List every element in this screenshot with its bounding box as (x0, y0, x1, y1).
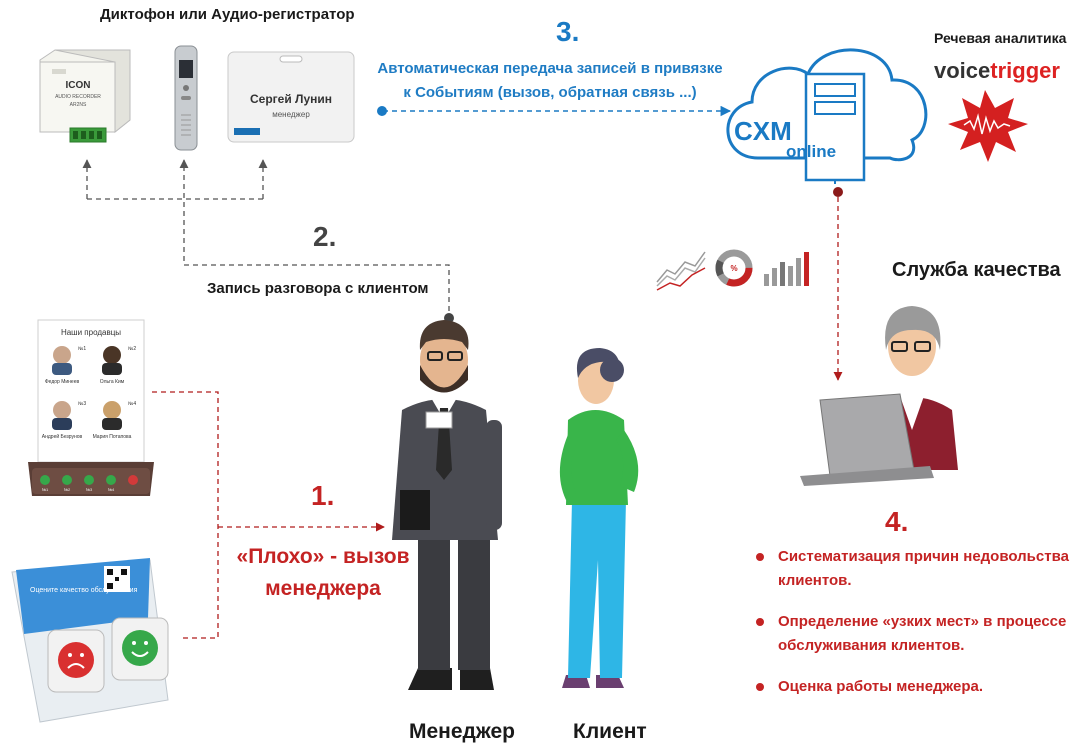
auto-transfer-text: Автоматическая передача записей в привяз… (360, 57, 740, 105)
sellers-card-title: Наши продавцы (61, 328, 121, 337)
voice-recorder-device (174, 45, 198, 151)
client-figure (559, 348, 639, 688)
manager-label: Менеджер (409, 720, 515, 743)
auto-transfer-line2: к Событиям (вызов, обратная связь ...) (403, 84, 697, 101)
bullet-icon (756, 683, 764, 691)
benefit-item: Систематизация причин недовольства клиен… (752, 545, 1072, 593)
icon-recorder-device: ICON AUDIO RECORDER AR2NS (39, 49, 131, 143)
benefit-item: Оценка работы менеджера. (752, 675, 1072, 699)
feedback-stand-text: Оцените качество обслуживания (30, 586, 138, 594)
seller-name-1: Федор Минеев (45, 379, 80, 385)
bad-call-line2: менеджера (265, 577, 381, 600)
voicetrigger-logo: voicetrigger (934, 58, 1060, 84)
cloud-cxm-text: CXM (734, 116, 792, 146)
step-2-number: 2. (313, 221, 337, 252)
recording-connector (82, 159, 450, 320)
recording-label: Запись разговора с клиентом (207, 280, 429, 297)
seller-button-1: №1 (42, 487, 49, 492)
seller-name-3: Андрей Безрунов (42, 433, 83, 440)
bad-call-line1: «Плохо» - вызов (236, 545, 410, 568)
seller-button-2: №2 (64, 487, 71, 492)
auto-transfer-line1: Автоматическая передача записей в привяз… (377, 60, 723, 77)
seller-num-2: №2 (128, 346, 136, 352)
bad-call-connector (152, 391, 385, 639)
voicetrigger-part1: voice (934, 58, 991, 83)
icon-device-title: ICON (66, 80, 91, 91)
manager-figure (392, 320, 502, 690)
bullet-icon (756, 618, 764, 626)
seller-num-1: №1 (78, 346, 86, 352)
seller-name-2: Ольга Ким (100, 379, 125, 385)
svg-text:%: % (730, 264, 737, 273)
benefit-text-1: Систематизация причин недовольства клиен… (778, 548, 1069, 589)
benefit-text-2: Определение «узких мест» в процессе обсл… (778, 613, 1067, 654)
devices-title: Диктофон или Аудио-регистратор (100, 6, 355, 23)
icon-device-sub: AUDIO RECORDER (55, 94, 101, 100)
step-1-number: 1. (311, 480, 335, 511)
step-3-number: 3. (556, 16, 580, 47)
seller-num-4: №4 (128, 401, 136, 407)
benefit-item: Определение «узких мест» в процессе обсл… (752, 610, 1072, 658)
client-label: Клиент (573, 720, 647, 743)
badge-role: менеджер (272, 110, 310, 119)
bad-call-text: «Плохо» - вызов менеджера (218, 541, 428, 605)
sellers-card: Наши продавцы Федор Минеев Ольга Ким Анд… (28, 319, 154, 496)
line-chart-icon (656, 251, 706, 291)
benefits-list: Систематизация причин недовольства клиен… (752, 545, 1072, 716)
seller-button-4: №4 (108, 487, 115, 492)
quality-service-label: Служба качества (892, 259, 1061, 281)
bullet-icon (756, 553, 764, 561)
cxm-cloud: CXM online (726, 48, 928, 184)
seller-num-3: №3 (78, 401, 86, 407)
speech-analytics-label: Речевая аналитика (934, 30, 1067, 46)
seller-button-3: №3 (86, 487, 93, 492)
voicetrigger-burst (948, 90, 1028, 162)
transfer-origin-dot (377, 106, 387, 116)
bar-chart-icon (764, 252, 809, 286)
quality-origin-dot (833, 187, 843, 197)
donut-chart-icon: % (715, 249, 753, 287)
voicetrigger-part2: trigger (990, 58, 1060, 83)
badge-name: Сергей Лунин (250, 92, 332, 106)
benefit-text-3: Оценка работы менеджера. (778, 678, 984, 695)
feedback-stand: Оцените качество обслуживания (11, 558, 169, 723)
cloud-online-text: online (786, 142, 836, 161)
quality-operator (800, 306, 958, 486)
name-badge-device: Сергей Лунин менеджер (227, 51, 355, 143)
icon-device-model: AR2NS (70, 102, 87, 108)
seller-name-4: Мария Потапова (93, 434, 132, 440)
step-4-number: 4. (885, 506, 909, 537)
